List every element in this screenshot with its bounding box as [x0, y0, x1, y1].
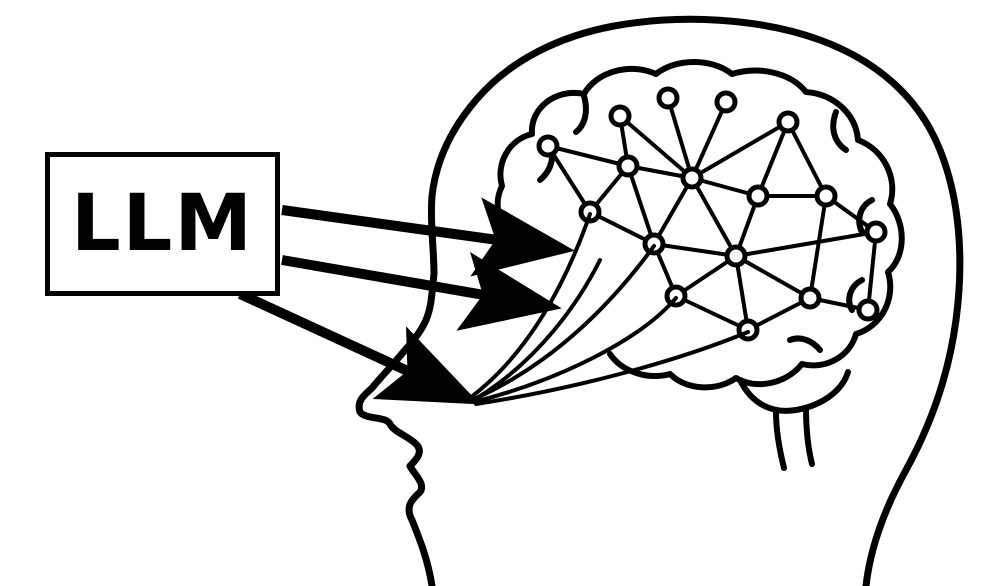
network-node [864, 220, 888, 244]
arrow-icon [237, 289, 481, 405]
network-node [616, 154, 640, 178]
network-node [536, 134, 560, 158]
network-node [724, 244, 748, 268]
network-node [856, 298, 880, 322]
network-node [798, 286, 822, 310]
network-node [608, 104, 632, 128]
neural-network-nodes [536, 86, 888, 342]
arrow-icon [281, 251, 562, 331]
brain-icon [494, 59, 905, 471]
arrow-icon [281, 197, 575, 277]
network-node [776, 110, 800, 134]
network-node [656, 86, 680, 110]
neural-fibers [468, 212, 750, 406]
head-profile-icon [355, 15, 964, 586]
llm-arrows [237, 197, 575, 405]
network-node [680, 166, 704, 190]
network-node [714, 90, 738, 114]
network-node [814, 184, 838, 208]
network-node [746, 184, 770, 208]
llm-box: LLM [45, 152, 280, 296]
llm-label: LLM [70, 179, 255, 269]
